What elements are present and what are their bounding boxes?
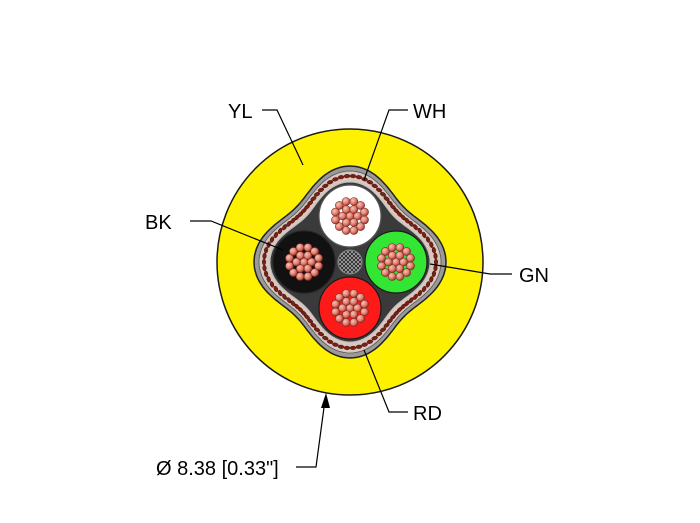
conductor-bk (272, 230, 336, 294)
label-yl: YL (228, 101, 252, 123)
conductor-wh (318, 184, 382, 248)
label-gn: GN (519, 265, 549, 287)
leader-wh (363, 109, 408, 181)
leader-gn (429, 263, 512, 275)
conductor-rd (318, 276, 382, 340)
leader-rd (363, 349, 408, 413)
leader-lines (190, 109, 512, 468)
conductor-gn (364, 230, 428, 294)
center-filler (337, 249, 363, 275)
leader-bk (190, 220, 284, 251)
conductors (272, 184, 428, 340)
leader-diameter (296, 399, 326, 468)
label-wh: WH (413, 101, 446, 123)
leader-yl (262, 109, 304, 166)
label-diameter: Ø 8.38 [0.33"] (156, 458, 279, 480)
diameter-arrowhead (321, 393, 330, 408)
label-bk: BK (145, 212, 172, 234)
label-rd: RD (413, 403, 442, 425)
